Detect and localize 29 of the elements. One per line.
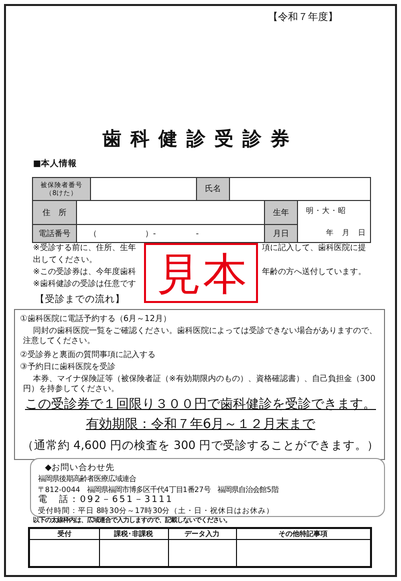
- field-label: 電話番号: [32, 224, 77, 243]
- field-label: 氏名: [196, 177, 230, 201]
- validity-text: 有効期限：令和７年6月～１２月末まで: [84, 417, 316, 433]
- step-detail: 本券、マイナ保険証等（被保険者証（※有効期限内のもの）、資格確認書）、自己負担金（300円）を持参してください。: [23, 374, 376, 394]
- note-text: 出してください。: [33, 255, 97, 265]
- contact-heading: ◆お問い合わせ先: [45, 463, 115, 474]
- note-text: 年齢の方へ送付しています。: [262, 267, 366, 277]
- field-label: 住 所: [32, 200, 77, 225]
- step-text: ②受診券と裏面の質問事項に記入する: [20, 350, 156, 360]
- panel-heading: 【受診までの流れ】: [35, 294, 125, 306]
- field-label: 生年: [264, 200, 298, 225]
- stamp-text: 見本: [156, 248, 250, 302]
- info-panel: [14, 309, 385, 460]
- field-label: 月日: [264, 224, 298, 243]
- document-title: 歯科健診受診券: [102, 128, 300, 151]
- note-text: ※受診する前に、住所、生年: [33, 243, 136, 253]
- price-note: （通常約 4,600 円の検査を 300 円で受診することができます。）: [20, 439, 380, 453]
- note-text: ※この受診券は、今年度歯科: [33, 267, 136, 277]
- contact-panel: [30, 458, 385, 517]
- fiscal-year-label: 【令和７年度】: [268, 12, 338, 24]
- phone-number: 電 話：092－651－3111: [38, 495, 174, 506]
- step-text: ①歯科医院に電話予約する（6月～12月）: [20, 314, 171, 324]
- emphasis-text: この受診券で１回限り３００円で歯科健診を受診できます。: [24, 397, 377, 413]
- note-text: 項に記入して、歯科医院に提: [262, 243, 366, 253]
- step-detail: 同封の歯科医院一覧をご確認ください。歯科医院によっては受診できない場合がありますので、注意してください。: [23, 326, 378, 346]
- section-heading: ■本人情報: [33, 159, 78, 170]
- note-text: ※歯科健診の受診は任意です: [33, 279, 136, 289]
- step-text: ③予約日に歯科医院を受診: [20, 362, 116, 372]
- sample-stamp: [144, 243, 258, 303]
